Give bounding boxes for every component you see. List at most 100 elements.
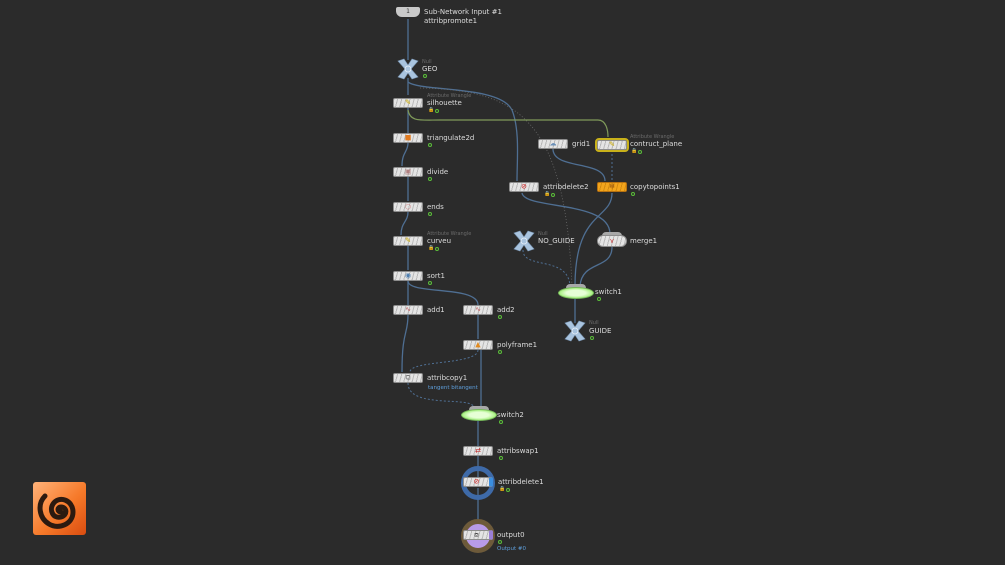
node-tile[interactable]: ○ [393,202,423,212]
node-tile[interactable]: ✻ [597,182,627,192]
display-flag-icon[interactable] [499,456,503,460]
switch-icon[interactable] [558,287,594,299]
node-name: copytopoints1 [630,183,680,191]
attribcopy-icon: ⧉ [405,373,411,382]
display-flag-icon[interactable] [423,74,427,78]
display-flag-icon[interactable] [428,143,432,147]
null-icon[interactable] [396,58,420,80]
ends-icon: ○ [404,202,412,211]
node-tile[interactable]: ■ [393,133,423,143]
lock-icon[interactable]: 🔒 [499,486,506,492]
display-flag-icon[interactable] [551,193,555,197]
output-icon: ⧈ [474,530,479,539]
wire-noguide-switch1 [522,249,571,287]
display-flag-icon[interactable] [498,540,502,544]
display-flag-icon[interactable] [590,336,594,340]
display-flag-icon[interactable] [506,488,510,492]
node-name: ends [427,203,444,211]
lock-icon[interactable]: 🔒 [631,148,638,154]
wire-sort-add2 [407,280,479,306]
node-tile[interactable]: ◉ [393,271,423,281]
node-tile[interactable]: ✎ [393,236,423,246]
node-name: triangulate2d [427,134,475,142]
node-name: attribswap1 [497,447,539,455]
node-name: attribcopy1 [427,374,468,382]
wrangle-icon: ✎ [405,98,411,107]
node-comment: tangent bitangent [428,385,478,391]
node-tile[interactable]: ∿ [463,305,493,315]
wire-add1-attribcopy [401,314,409,373]
node-type-label: Attribute Wrangle [427,93,472,99]
grid-icon: ☁ [549,139,557,148]
lock-icon[interactable]: 🔒 [428,107,435,113]
wire-geo-switch1-dotted [419,87,573,287]
node-tile[interactable]: ⊘ [509,182,539,192]
wire-grid-copytopoints [552,148,606,182]
node-tile[interactable]: ✎ [595,138,629,152]
node-type-label: Null [538,231,548,237]
node-tile[interactable]: ⊘ [463,477,493,487]
wire-tri-divide [401,142,409,167]
display-flag-icon[interactable] [638,150,642,154]
node-tile[interactable]: ☁ [538,139,568,149]
node-name: attribpromote1 [424,17,478,25]
node-name: switch2 [497,411,524,419]
node-type-label: Attribute Wrangle [630,134,675,140]
lock-icon[interactable]: 🔒 [544,191,551,197]
node-type-label: Null [422,59,432,65]
display-flag-icon[interactable] [631,192,635,196]
node-name: sort1 [427,272,446,280]
display-flag-icon[interactable] [498,350,502,354]
node-name: contruct_plane [630,140,683,148]
node-tile[interactable]: ⋎ [597,235,627,247]
node-name: merge1 [630,237,658,245]
lock-icon[interactable]: 🔒 [428,245,435,251]
node-name: silhouette [427,99,462,107]
display-flag-icon[interactable] [597,297,601,301]
node-tile[interactable]: ✎ [393,98,423,108]
add-icon: ∿ [405,305,411,314]
node-name: switch1 [595,288,622,296]
attribdelete-icon: ⊘ [473,477,480,486]
polyframe-icon: ▲ [475,340,481,349]
display-flag-icon[interactable] [435,109,439,113]
switch-cap [469,406,489,410]
node-name: NO_GUIDE [538,237,575,245]
null-icon[interactable] [563,320,587,342]
node-tile[interactable]: ⧈ [463,530,493,540]
node-name: output0 [497,531,525,539]
display-flag-icon[interactable] [428,212,432,216]
node-tile[interactable]: ⧉ [393,373,423,383]
display-flag-icon[interactable] [499,420,503,424]
wire-geo-attribdelete2 [407,81,519,182]
null-icon[interactable] [512,230,536,252]
copytopoints-icon: ✻ [609,182,615,191]
wrangle-icon: ✎ [609,140,615,149]
wire-ends-curveu [400,211,409,236]
display-flag-icon[interactable] [428,177,432,181]
add-icon: ∿ [475,305,481,314]
node-tile[interactable]: ▲ [463,340,493,350]
node-name: curveu [427,237,452,245]
divide-icon: ▣ [404,167,412,176]
display-flag-icon[interactable] [498,315,502,319]
node-name: polyframe1 [497,341,538,349]
display-flag-icon[interactable] [428,281,432,285]
node-tile[interactable]: ▣ [393,167,423,177]
attribdelete-icon: ⊘ [521,182,527,191]
spiral-icon [37,493,76,529]
display-flag-icon[interactable] [435,247,439,251]
node-type-label: Attribute Wrangle [427,231,472,237]
node-type-label: Sub-Network Input #1 [424,8,502,16]
node-comment: Output #0 [497,546,526,552]
node-tile[interactable]: ⇄ [463,446,493,456]
merge-icon: ⋎ [609,237,615,245]
wire-merge-switch1 [579,246,613,287]
node-name: add2 [497,306,515,314]
node-type-label: Null [589,320,599,326]
switch-icon[interactable] [461,409,497,421]
node-tile[interactable]: ∿ [393,305,423,315]
wrangle-icon: ✎ [405,236,411,245]
subnet-input-box[interactable]: 1 [396,7,420,17]
